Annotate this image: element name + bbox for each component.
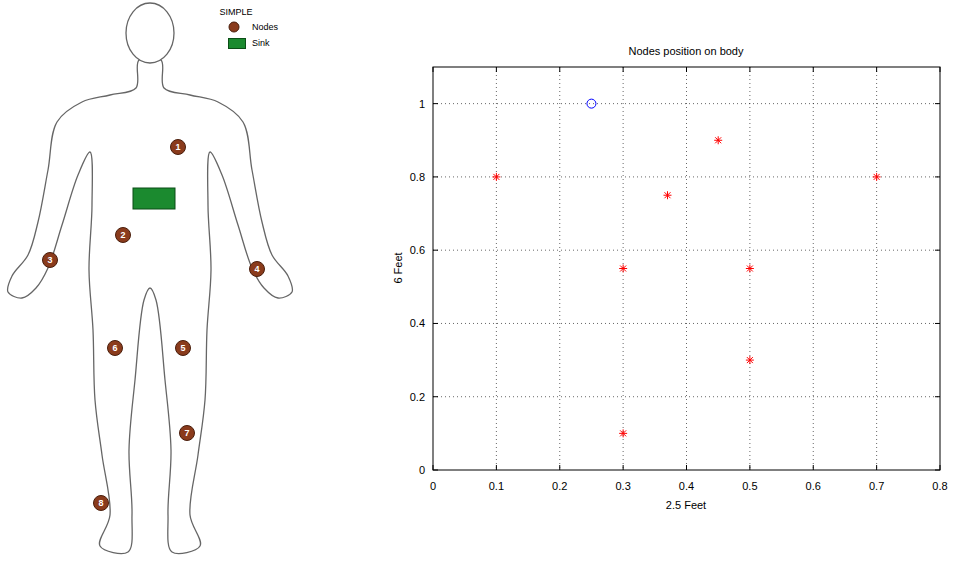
- sensor-node: 8: [93, 495, 109, 511]
- node-marker: [619, 265, 627, 273]
- sensor-node: 6: [107, 340, 123, 356]
- tick-label: 0.3: [615, 481, 630, 492]
- sensor-node: 1: [170, 139, 186, 155]
- callout-number: 2: [120, 231, 125, 240]
- sink-marker: [587, 99, 596, 108]
- node-marker: [492, 173, 500, 181]
- body-outline: [7, 57, 292, 553]
- head-outline: [126, 3, 174, 63]
- axis-label: 2.5 Feet: [666, 500, 706, 511]
- legend-text: Sink: [252, 39, 270, 48]
- grid-line: [496, 67, 497, 470]
- tick-label: 0.2: [410, 391, 425, 402]
- tick-label: 0: [430, 481, 436, 492]
- legend-text: Nodes: [252, 23, 278, 32]
- grid-line: [433, 323, 940, 324]
- tick-label: 0.7: [869, 481, 884, 492]
- legend-node-sample: [229, 22, 239, 32]
- grid-line: [433, 103, 940, 104]
- node-marker: [873, 173, 881, 181]
- node-marker: [714, 136, 722, 144]
- node-marker: [746, 265, 754, 273]
- tick-label: 0.6: [806, 481, 821, 492]
- callout-number: 8: [98, 499, 103, 508]
- sensor-node: 3: [42, 252, 58, 268]
- node-marker: [746, 356, 754, 364]
- tick-label: 0: [419, 465, 425, 476]
- sensor-node: 5: [175, 340, 191, 356]
- grid-line: [433, 176, 940, 177]
- grid-line: [559, 67, 560, 470]
- callout-number: 6: [112, 344, 117, 353]
- sink-box: [133, 188, 175, 209]
- callout-number: 5: [180, 344, 185, 353]
- grid-line: [813, 67, 814, 470]
- callout-number: 3: [47, 256, 52, 265]
- plot-title: Nodes position on body: [629, 46, 744, 57]
- callout-number: 4: [254, 265, 259, 274]
- sensor-node: 4: [249, 261, 265, 277]
- tick-label: 0.4: [410, 318, 425, 329]
- grid-line: [433, 396, 940, 397]
- axes-box: [433, 67, 940, 470]
- tick-label: 0.8: [932, 481, 947, 492]
- callout-number: 1: [175, 143, 180, 152]
- tick-label: 0.1: [489, 481, 504, 492]
- legend-swatch: [228, 38, 246, 49]
- scatter-plot: [433, 67, 940, 470]
- grid-line: [686, 67, 687, 470]
- tick-label: 0.8: [410, 171, 425, 182]
- tick-label: 0.6: [410, 245, 425, 256]
- grid-line: [433, 250, 940, 251]
- grid-line: [876, 67, 877, 470]
- axis-label: 6 Feet: [393, 252, 404, 283]
- tick-label: 1: [419, 98, 425, 109]
- callout-number: 7: [184, 429, 189, 438]
- sensor-node: 2: [115, 227, 131, 243]
- tick-label: 0.5: [742, 481, 757, 492]
- legend-title: SIMPLE: [219, 8, 252, 17]
- node-marker: [663, 191, 671, 199]
- sensor-node: 7: [179, 425, 195, 441]
- tick-label: 0.2: [552, 481, 567, 492]
- node-marker: [619, 429, 627, 437]
- tick-label: 0.4: [679, 481, 694, 492]
